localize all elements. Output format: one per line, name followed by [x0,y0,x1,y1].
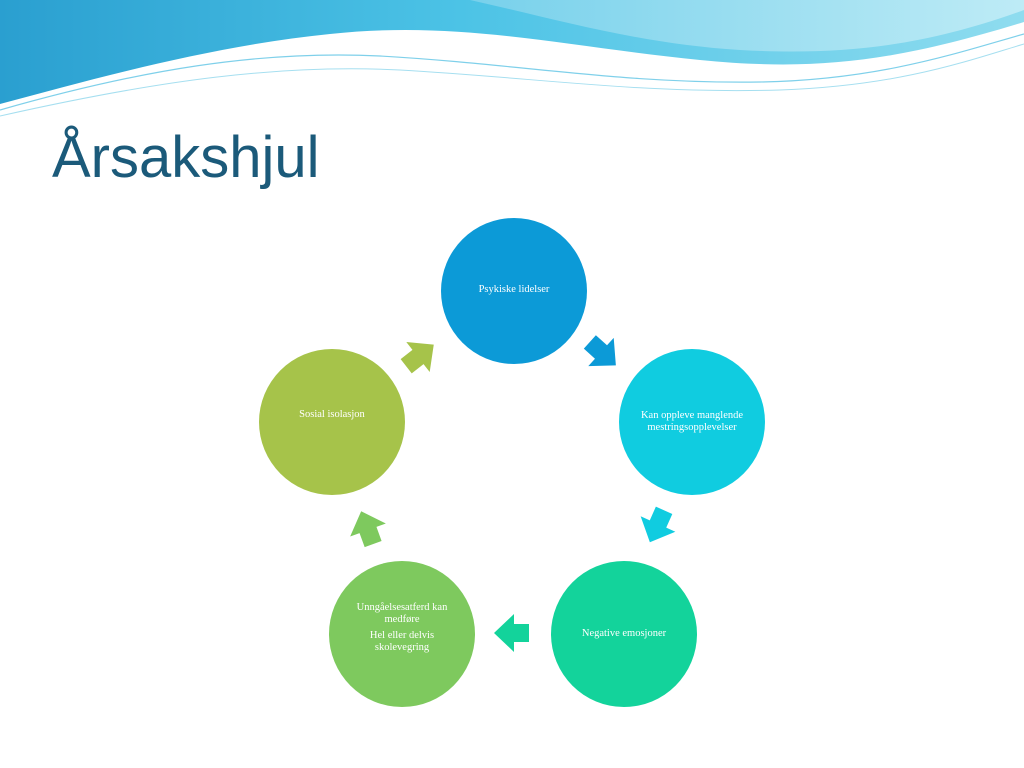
arrow-shape [350,511,386,548]
wave-line-2 [0,43,1024,117]
arrow-shape [494,614,529,652]
node-label: Unngåelsesatferd kan medføre [356,602,448,626]
cycle-node-negative-emosjoner: Negative emosjoner [551,561,697,707]
node-label: Sosial isolasjon [299,408,365,420]
cycle-node-psykiske-lidelser: Psykiske lidelser [441,218,587,364]
cycle-node-sosial-isolasjon: Sosial isolasjon [259,349,405,495]
arrow-node1-to-node2 [583,335,616,367]
header-wave-decoration [0,0,1024,117]
node-label: Psykiske lidelser [478,283,550,295]
node-label: Kan oppleve manglende mestringsopplevels… [640,409,744,433]
node-label: Negative emosjoner [581,627,667,639]
arrow-node3-to-node4 [494,614,529,652]
arrow-node5-to-node1 [400,342,434,374]
arrow-shape [640,506,676,543]
cycle-node-unngaelsesatferd: Unngåelsesatferd kan medføre Hel eller d… [329,561,475,707]
arrow-node2-to-node3 [640,506,676,543]
arrow-shape [583,335,616,367]
wave-line-1 [0,33,1024,111]
arrow-shape [400,342,434,374]
arrow-node4-to-node5 [350,511,386,548]
cycle-node-mestringsopplevelser: Kan oppleve manglende mestringsopplevels… [619,349,765,495]
wave-band-light [470,0,1024,52]
slide-title: Årsakshjul [52,125,320,190]
node-sublabel: Hel eller delvis skolevegring [369,629,435,653]
